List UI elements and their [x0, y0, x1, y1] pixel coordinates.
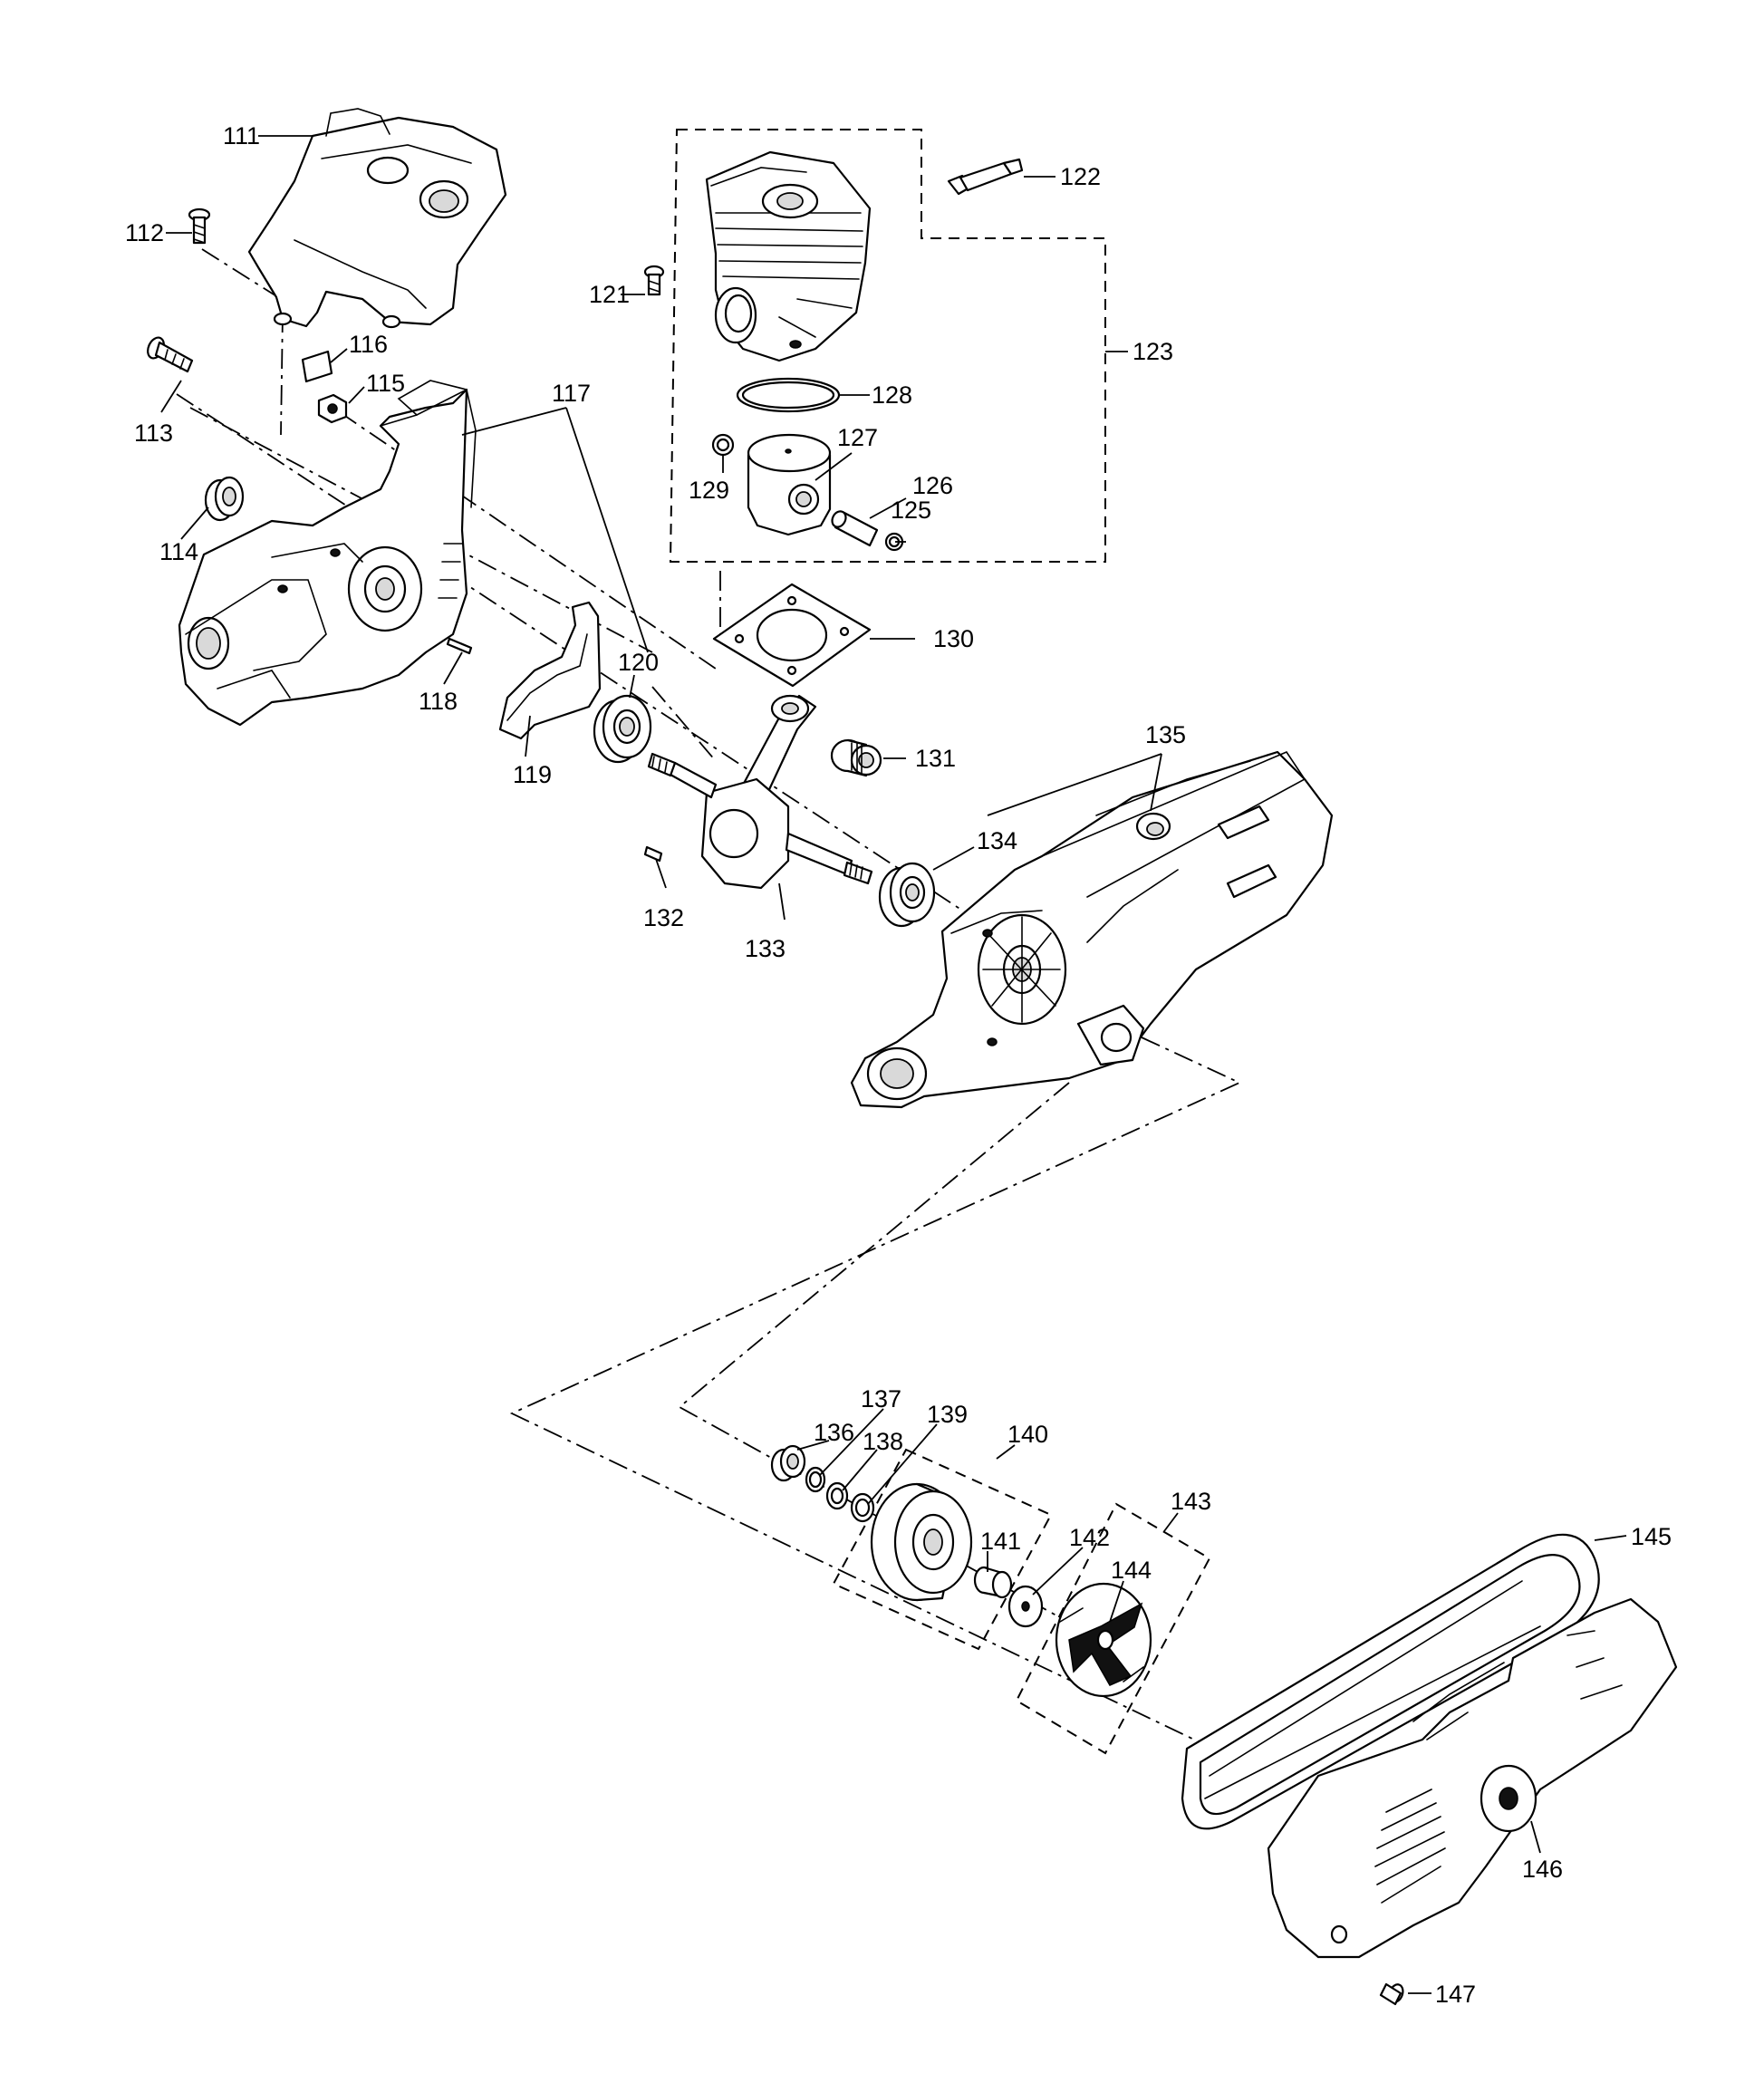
callout-120: 120 — [618, 649, 659, 676]
belt-guard-146 — [1267, 1597, 1678, 1959]
washer-142 — [1007, 1585, 1044, 1628]
callout-115: 115 — [366, 370, 405, 397]
callout-135: 135 — [1145, 721, 1186, 748]
callout-144: 144 — [1111, 1557, 1152, 1584]
callout-118: 118 — [419, 688, 458, 715]
piston-127 — [747, 433, 832, 536]
callout-141: 141 — [980, 1528, 1021, 1555]
callout-130: 130 — [933, 625, 974, 652]
dowel-pin-118 — [446, 637, 473, 655]
callout-119: 119 — [513, 761, 552, 788]
needle-bearing-141 — [973, 1566, 1013, 1599]
circlip-129 — [711, 433, 735, 457]
top-cover — [247, 108, 507, 329]
clutch-drum-kit-boundary — [832, 1448, 1053, 1651]
callout-147: 147 — [1435, 1981, 1476, 2008]
callout-128: 128 — [872, 381, 912, 409]
washer-138 — [825, 1481, 849, 1510]
drive-belt-145 — [1181, 1533, 1600, 1830]
callout-127: 127 — [837, 424, 878, 451]
callout-125: 125 — [891, 497, 931, 524]
callout-140: 140 — [1007, 1421, 1048, 1448]
callout-labels: 111 112 113 114 115 116 117 118 119 120 … — [125, 122, 1672, 2008]
screw-112 — [188, 207, 211, 245]
woodruff-key-132 — [643, 845, 663, 863]
callout-leaders — [160, 135, 1627, 1994]
bearing-134 — [878, 862, 936, 928]
callout-138: 138 — [863, 1428, 903, 1455]
callout-114: 114 — [159, 538, 198, 565]
screw-121 — [643, 265, 665, 296]
piston-ring-128 — [736, 377, 841, 413]
callout-111: 111 — [223, 122, 260, 149]
callout-136: 136 — [814, 1419, 854, 1446]
cylinder-kit-boundary — [669, 129, 1106, 563]
callout-143: 143 — [1171, 1488, 1211, 1515]
callout-139: 139 — [927, 1401, 968, 1428]
callout-123: 123 — [1133, 338, 1173, 365]
callout-133: 133 — [745, 935, 786, 962]
crankcase-right — [850, 750, 1334, 1109]
nut-115 — [317, 393, 348, 424]
callout-113: 113 — [134, 419, 173, 447]
callout-117: 117 — [552, 380, 591, 407]
callout-137: 137 — [861, 1385, 901, 1413]
callout-126: 126 — [912, 472, 953, 499]
callout-121: 121 — [589, 281, 630, 308]
callout-129: 129 — [689, 477, 729, 504]
callout-145: 145 — [1631, 1523, 1672, 1550]
clutch-kit-boundary — [1015, 1502, 1211, 1755]
callout-122: 122 — [1060, 163, 1101, 190]
callout-131: 131 — [915, 745, 956, 772]
callout-146: 146 — [1522, 1856, 1563, 1883]
screw-113 — [147, 336, 194, 373]
circlip-137 — [805, 1466, 826, 1493]
clutch-144 — [1055, 1582, 1152, 1698]
needle-bearing-131 — [830, 738, 882, 777]
washer-139 — [850, 1492, 875, 1523]
bearing-120 — [593, 694, 652, 764]
seal-136 — [770, 1444, 806, 1482]
cylinder-gasket-130 — [712, 583, 872, 688]
screw-147 — [1379, 1982, 1404, 2006]
callout-112: 112 — [125, 219, 164, 246]
callout-132: 132 — [643, 904, 684, 931]
cylinder-123 — [705, 150, 872, 362]
crankshaft-133 — [647, 694, 873, 890]
callout-116: 116 — [349, 331, 388, 358]
pad-116 — [301, 350, 333, 383]
callout-134: 134 — [977, 827, 1017, 854]
spark-plug-122 — [947, 158, 1024, 196]
callout-142: 142 — [1069, 1524, 1110, 1551]
crankcase-left — [178, 380, 477, 727]
crankcase-gasket-119 — [498, 601, 602, 740]
seal-114 — [204, 476, 245, 522]
clutch-drum-140 — [870, 1482, 973, 1602]
piston-pin-126 — [831, 510, 879, 547]
